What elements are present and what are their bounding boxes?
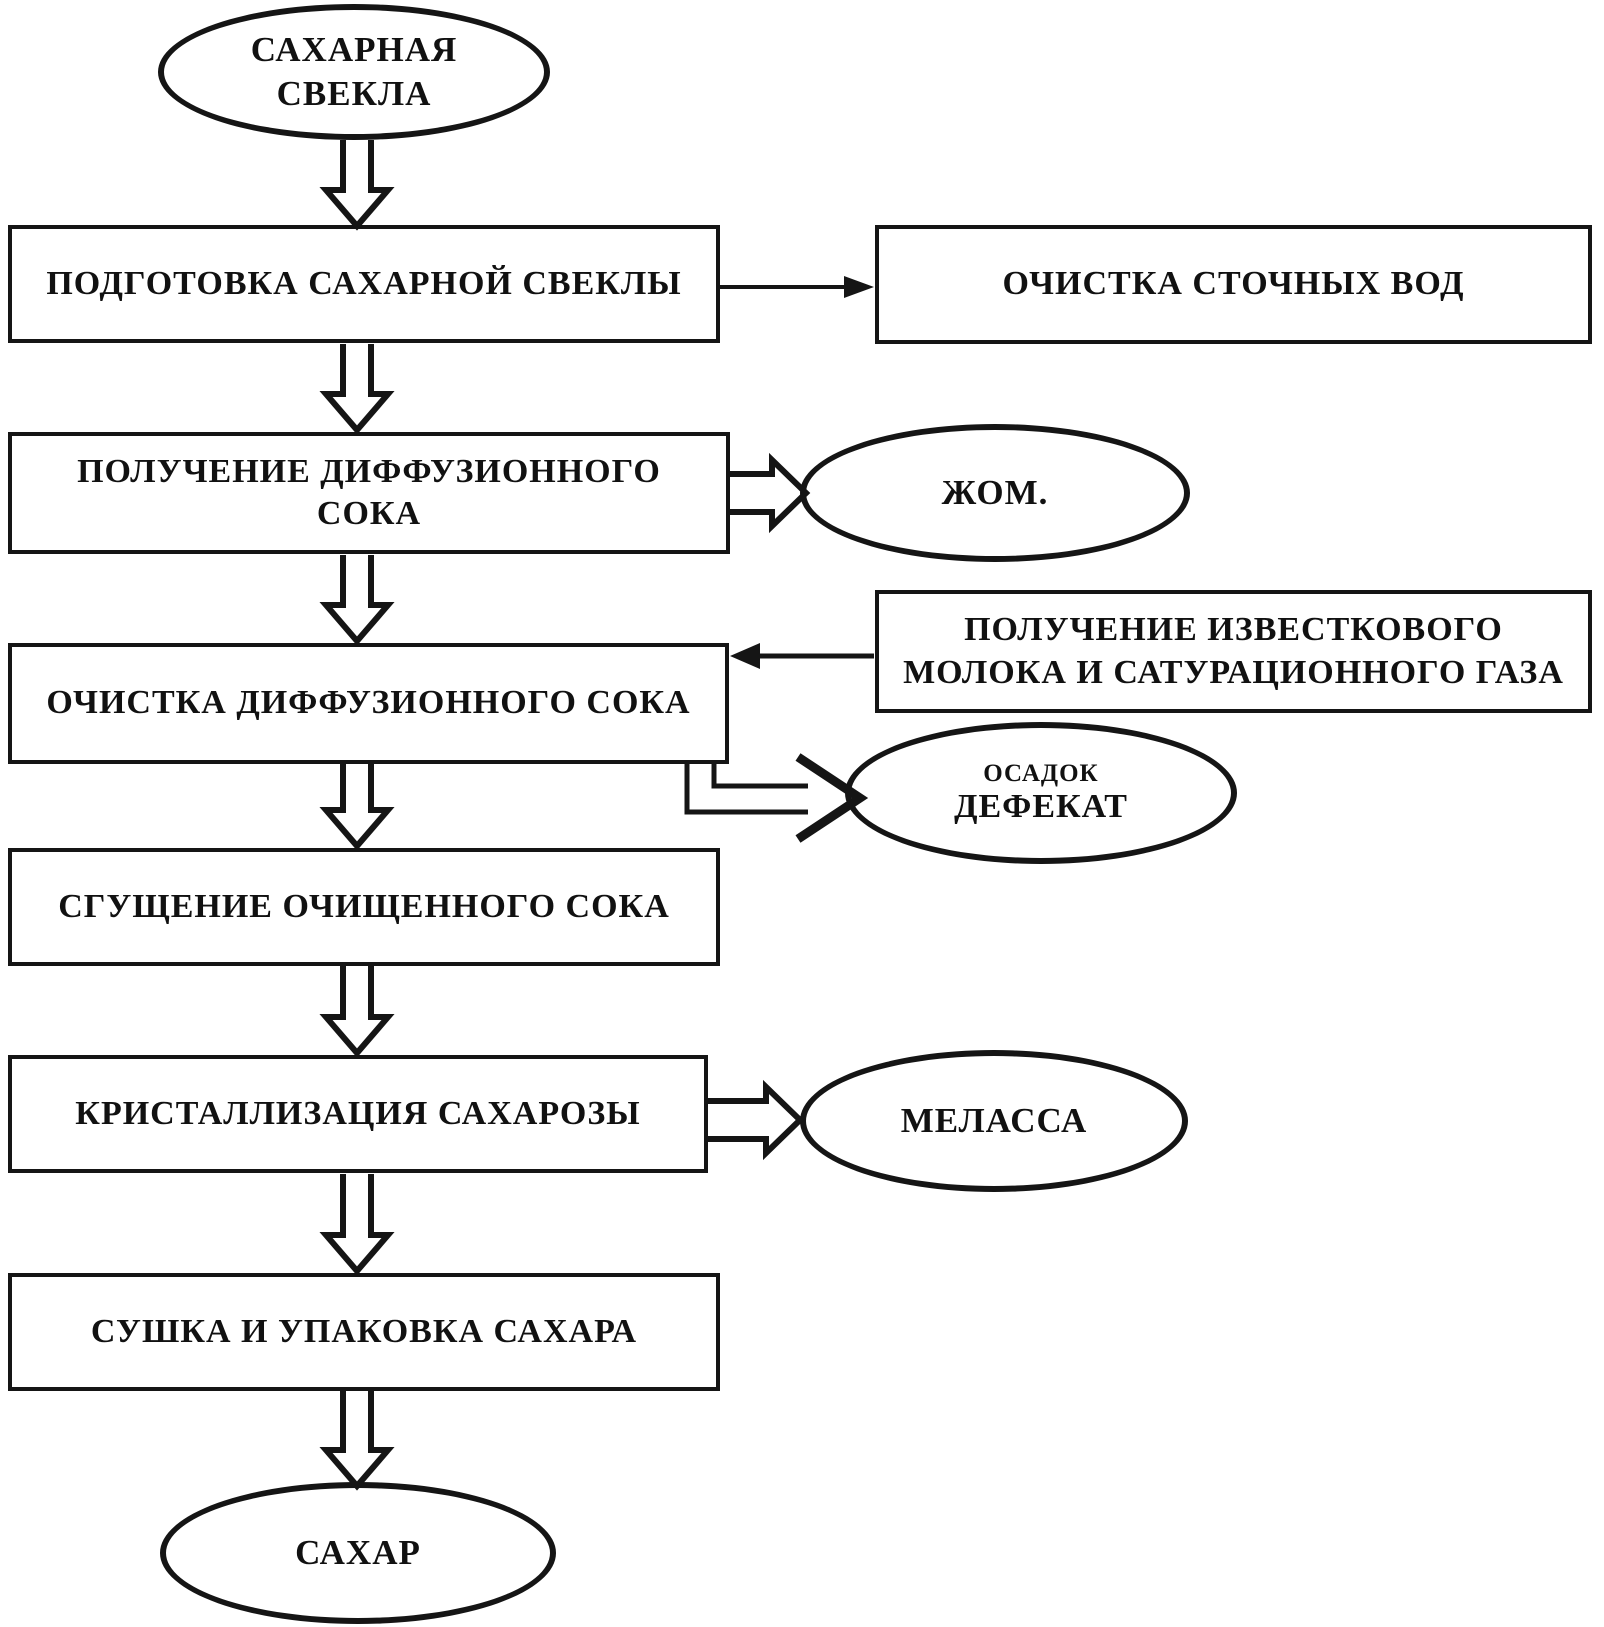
node-lime-milk-label-line2: МОЛОКА И САТУРАЦИОННОГО ГАЗА <box>903 653 1564 691</box>
arrow-drying-to-sugar <box>319 1391 395 1491</box>
arrow-purification-to-thickening <box>319 764 395 851</box>
arrow-preparation-to-diffusion <box>319 344 395 435</box>
node-sediment-label-line1: ОСАДОК <box>983 759 1099 787</box>
node-beet-preparation-label: ПОДГОТОВКА САХАРНОЙ СВЕКЛЫ <box>46 264 682 302</box>
node-juice-thickening: СГУЩЕНИЕ ОЧИЩЕННОГО СОКА <box>8 848 720 966</box>
node-juice-purification-label: ОЧИСТКА ДИФФУЗИОННОГО СОКА <box>46 684 691 722</box>
node-sugar: САХАР <box>160 1482 556 1624</box>
arrow-crystallization-to-molasses <box>708 1079 805 1161</box>
node-sugar-label: САХАР <box>295 1533 421 1573</box>
node-crystallization: КРИСТАЛЛИЗАЦИЯ САХАРОЗЫ <box>8 1055 708 1173</box>
node-pulp: ЖОМ. <box>800 424 1190 562</box>
arrow-preparation-to-wastewater-head <box>844 276 874 298</box>
node-drying-packing: СУШКА И УПАКОВКА САХАРА <box>8 1273 720 1391</box>
node-drying-packing-label: СУШКА И УПАКОВКА САХАРА <box>90 1312 638 1350</box>
arrow-thickening-to-crystallization <box>319 966 395 1058</box>
node-wastewater-treatment: ОЧИСТКА СТОЧНЫХ ВОД <box>875 225 1592 344</box>
node-lime-milk-label-line1: ПОЛУЧЕНИЕ ИЗВЕСТКОВОГО <box>964 611 1503 648</box>
node-diffusion-juice: ПОЛУЧЕНИЕ ДИФФУЗИОННОГО СОКА <box>8 432 730 554</box>
node-pulp-label: ЖОМ. <box>941 473 1049 513</box>
node-lime-milk: ПОЛУЧЕНИЕ ИЗВЕСТКОВОГО МОЛОКА И САТУРАЦИ… <box>875 590 1592 713</box>
node-crystallization-label: КРИСТАЛЛИЗАЦИЯ САХАРОЗЫ <box>75 1094 641 1132</box>
node-sugar-beet: САХАРНАЯ СВЕКЛА <box>158 4 550 140</box>
node-sediment-defecate: ОСАДОК ДЕФЕКАТ <box>845 722 1237 864</box>
node-sediment-label-line2: ДЕФЕКАТ <box>954 788 1128 826</box>
arrow-purification-to-sediment-inner <box>711 764 808 789</box>
arrow-limemilk-to-purification-head <box>730 643 760 669</box>
arrow-beet-to-preparation <box>319 140 395 231</box>
node-diffusion-juice-label: ПОЛУЧЕНИЕ ДИФФУЗИОННОГО СОКА <box>77 452 661 533</box>
node-sugar-beet-label: САХАРНАЯ СВЕКЛА <box>250 30 458 113</box>
node-juice-thickening-label: СГУЩЕНИЕ ОЧИЩЕННОГО СОКА <box>58 887 670 925</box>
arrow-diffusion-to-purification <box>319 555 395 646</box>
arrow-diffusion-to-pulp <box>730 452 811 534</box>
node-molasses: МЕЛАССА <box>800 1050 1188 1192</box>
arrow-crystallization-to-drying <box>319 1174 395 1276</box>
node-wastewater-treatment-label: ОЧИСТКА СТОЧНЫХ ВОД <box>1002 265 1465 303</box>
node-molasses-label: МЕЛАССА <box>900 1101 1088 1141</box>
arrow-purification-to-sediment-outer <box>684 764 808 815</box>
node-juice-purification: ОЧИСТКА ДИФФУЗИОННОГО СОКА <box>8 643 729 764</box>
node-beet-preparation: ПОДГОТОВКА САХАРНОЙ СВЕКЛЫ <box>8 225 720 343</box>
